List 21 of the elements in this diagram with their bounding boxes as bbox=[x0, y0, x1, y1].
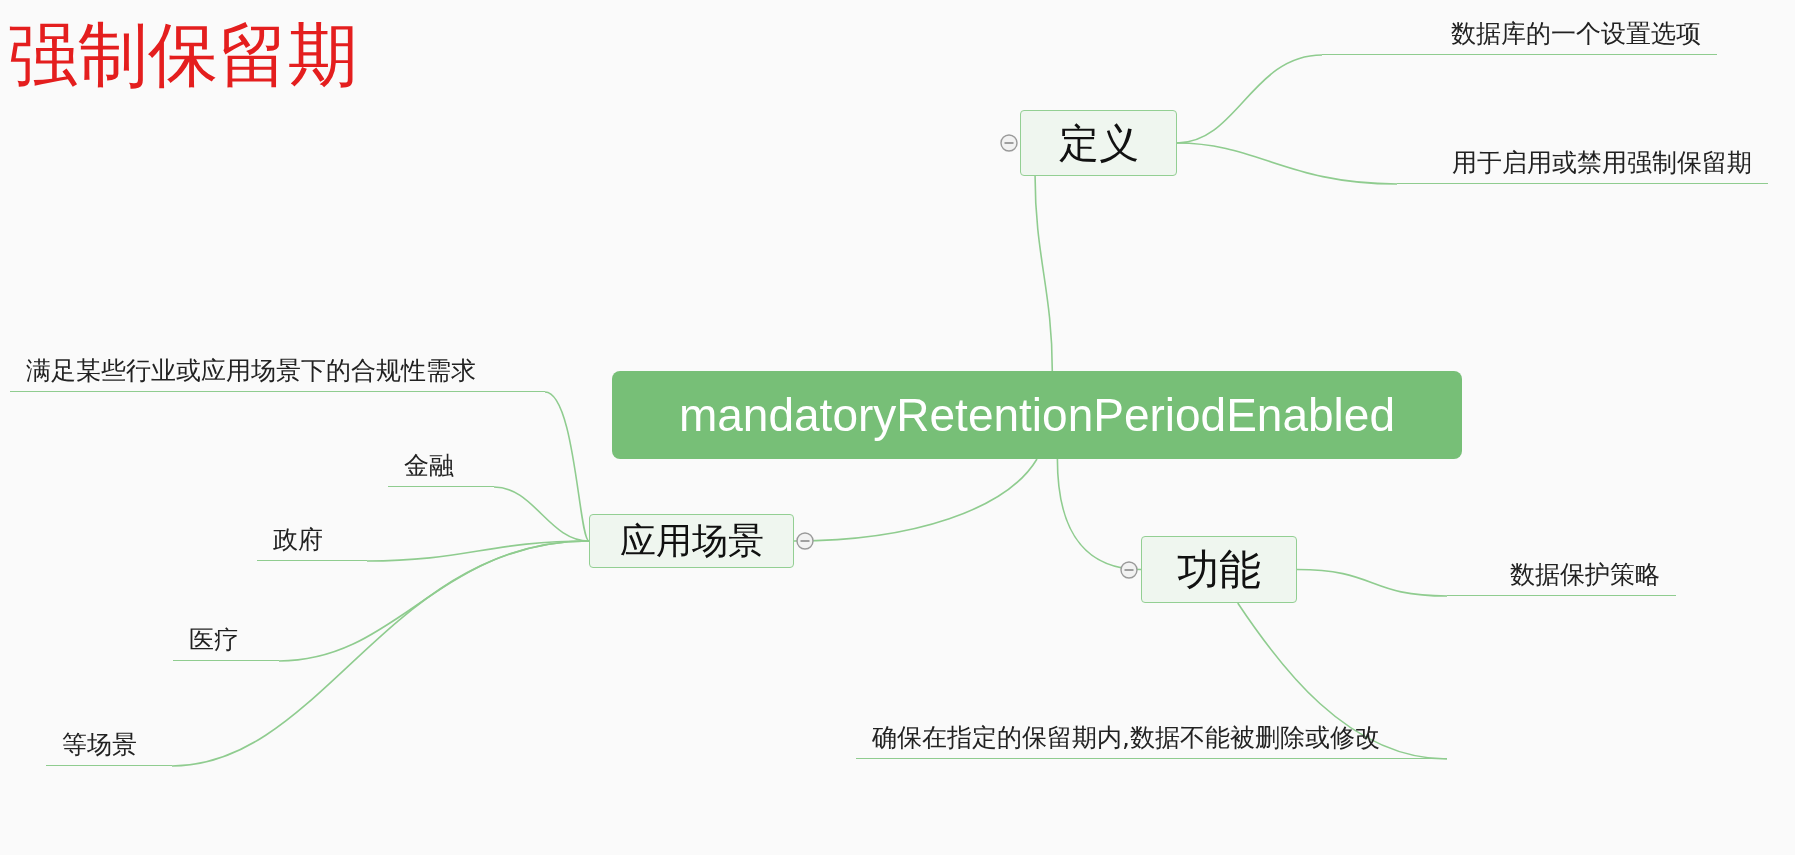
connector-line bbox=[1176, 142, 1398, 185]
underlined-topic: 金融 bbox=[388, 445, 494, 487]
underlined-topic: 医疗 bbox=[173, 619, 279, 661]
topic-box: 功能 bbox=[1141, 536, 1297, 603]
underlined-topic: 满足某些行业或应用场景下的合规性需求 bbox=[10, 350, 545, 392]
underlined-topic: 确保在指定的保留期内,数据不能被删除或修改 bbox=[856, 717, 1447, 759]
underlined-topic: 数据库的一个设置选项 bbox=[1322, 13, 1717, 55]
underlined-topic: 数据保护策略 bbox=[1447, 554, 1676, 596]
underlined-topic: 政府 bbox=[257, 519, 367, 561]
connector-line bbox=[1296, 568, 1448, 597]
topic-box: 定义 bbox=[1020, 110, 1177, 176]
diagram-title: 强制保留期 bbox=[8, 14, 358, 96]
central-topic-box: mandatoryRetentionPeriodEnabled bbox=[612, 371, 1462, 459]
connector-line bbox=[1236, 602, 1448, 760]
underlined-topic: 用于启用或禁用强制保留期 bbox=[1397, 142, 1768, 184]
connector-line bbox=[544, 391, 590, 542]
connector-line bbox=[1056, 458, 1142, 571]
connector-line bbox=[1034, 175, 1054, 372]
connector-line bbox=[793, 458, 1038, 542]
topic-box: 应用场景 bbox=[589, 514, 794, 568]
underlined-topic: 等场景 bbox=[46, 724, 172, 766]
